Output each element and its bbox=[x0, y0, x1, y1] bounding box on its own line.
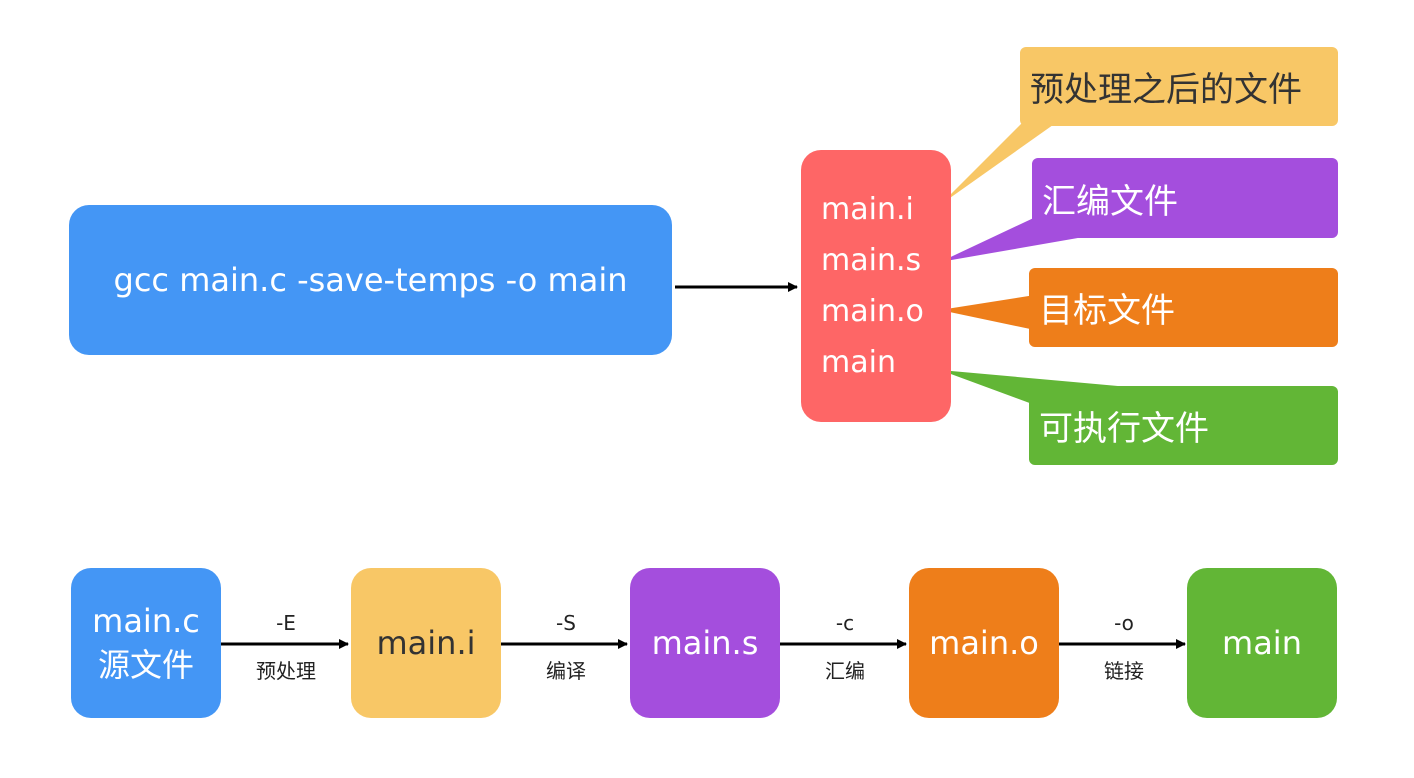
callout-assembly-text: 汇编文件 bbox=[1042, 181, 1178, 222]
callout-object-text: 目标文件 bbox=[1039, 291, 1175, 331]
command-text: gcc main.c -save-temps -o main bbox=[113, 261, 628, 299]
output-file: main.s bbox=[821, 243, 922, 278]
callout-preprocessed-text: 预处理之后的文件 bbox=[1030, 70, 1302, 110]
output-file: main.o bbox=[821, 294, 924, 329]
stage-executable: main bbox=[1187, 568, 1337, 718]
step-flag: -o bbox=[1114, 611, 1134, 635]
step-label: 预处理 bbox=[256, 659, 316, 683]
stage-label: main.o bbox=[929, 624, 1039, 662]
output-file: main bbox=[821, 345, 896, 380]
stage-object: main.o bbox=[909, 568, 1059, 718]
command-box: gcc main.c -save-temps -o main bbox=[69, 205, 672, 355]
callout-tail-preprocessed bbox=[940, 120, 1060, 205]
stage-label: main bbox=[1222, 624, 1302, 662]
step-flag: -E bbox=[276, 611, 296, 635]
step-label: 编译 bbox=[546, 659, 586, 683]
callout-executable: 可执行文件 bbox=[1029, 386, 1338, 465]
callout-executable-text: 可执行文件 bbox=[1039, 409, 1209, 449]
stage-source-desc: 源文件 bbox=[97, 646, 194, 684]
step-label: 链接 bbox=[1104, 659, 1144, 683]
callout-preprocessed: 预处理之后的文件 bbox=[1020, 47, 1338, 126]
stage-label: main.i bbox=[376, 624, 476, 662]
step-flag: -c bbox=[835, 611, 855, 635]
stage-source-name: main.c bbox=[92, 602, 200, 640]
stage-assembly: main.s bbox=[630, 568, 780, 718]
stage-preprocessed: main.i bbox=[351, 568, 501, 718]
output-files-box: main.i main.s main.o main bbox=[801, 150, 951, 422]
output-file: main.i bbox=[821, 192, 914, 227]
callout-assembly: 汇编文件 bbox=[1032, 158, 1338, 238]
callout-object: 目标文件 bbox=[1029, 268, 1338, 347]
callout-tail-object bbox=[940, 295, 1035, 330]
stage-label: main.s bbox=[651, 624, 759, 662]
step-flag: -S bbox=[556, 611, 576, 635]
step-label: 汇编 bbox=[825, 659, 865, 683]
stage-source: main.c 源文件 bbox=[71, 568, 221, 718]
